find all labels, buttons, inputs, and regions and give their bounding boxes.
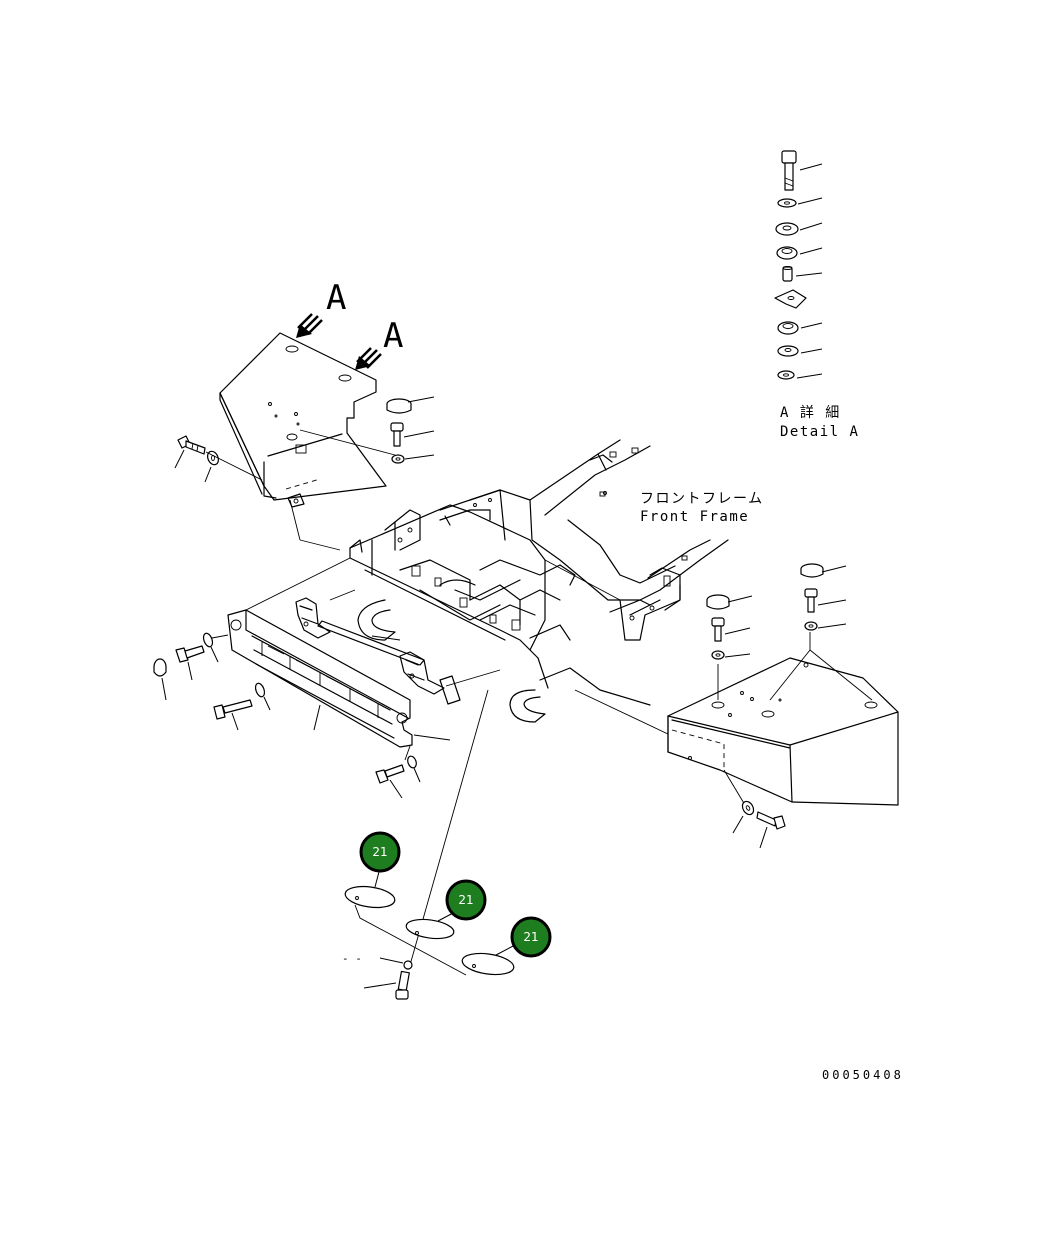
callout-number-2: 21	[458, 893, 473, 907]
shim-plate-1	[344, 885, 396, 909]
bumper-washer-2	[254, 682, 266, 698]
bumper-cap	[153, 658, 167, 677]
top-cap-right-1	[800, 563, 824, 578]
detail-washer-6	[777, 370, 795, 380]
callout-circle-3	[510, 916, 552, 958]
callout-marker-3: 21	[510, 916, 552, 958]
shim-plate-2	[405, 918, 455, 940]
detail-washer-1	[777, 198, 797, 208]
view-arrow-a-2	[355, 347, 382, 370]
bumper-bolt-2	[213, 699, 253, 720]
front-frame-jp-label: フロントフレーム	[640, 491, 764, 507]
top-washer-right-1	[804, 621, 818, 631]
top-washer-left	[391, 454, 405, 464]
detail-bolt	[781, 150, 797, 191]
detail-collar	[782, 266, 793, 282]
bumper-bolt-3	[375, 764, 405, 784]
top-washer-right-2	[711, 650, 725, 660]
view-letter-a-1: A	[326, 278, 346, 318]
bumper-washer-1	[202, 632, 214, 648]
left-plate-bolt	[177, 435, 206, 455]
shim-bolt	[395, 970, 410, 1000]
detail-a-en-label: Detail A	[780, 424, 859, 440]
callout-circle-2	[445, 879, 487, 921]
front-frame-en-label: Front Frame	[640, 509, 749, 525]
detail-a-jp-label: A 詳 細	[780, 405, 841, 421]
top-bolt-right-2	[711, 617, 725, 642]
right-plate-washer	[741, 800, 755, 816]
bumper-washer-3	[407, 755, 417, 769]
cross-bar	[295, 597, 461, 705]
detail-a-stack	[774, 150, 823, 380]
detail-washer-2	[775, 222, 799, 236]
front-frame	[349, 439, 729, 723]
left-plate-washer	[206, 450, 220, 466]
callout-marker-2: 21	[445, 879, 487, 921]
drawing-number: 00050408	[822, 1068, 904, 1082]
callout-number-3: 21	[523, 930, 538, 944]
detail-washer-4	[777, 321, 799, 335]
top-bolt-left	[390, 422, 404, 447]
view-letter-a-2: A	[383, 316, 403, 356]
callout-circle-1	[359, 831, 401, 873]
detail-washer-3	[776, 246, 798, 260]
dash-mark: - -	[342, 952, 362, 965]
top-cap-right-2	[706, 594, 730, 610]
shim-plate-3	[461, 952, 515, 976]
shim-washer	[403, 960, 413, 970]
left-cover-plate	[219, 332, 387, 508]
top-bolt-right-1	[804, 588, 818, 613]
right-cover-plate	[667, 657, 899, 806]
detail-mount-rubber	[774, 289, 807, 309]
front-bumper-grille	[227, 609, 413, 748]
right-plate-bolt	[756, 811, 786, 830]
detail-washer-5	[777, 345, 799, 357]
view-arrow-a-1	[296, 313, 323, 338]
callout-number-1: 21	[372, 845, 387, 859]
callout-marker-1: 21	[359, 831, 401, 873]
top-cap-left	[386, 398, 412, 414]
bumper-bolt-1	[175, 645, 205, 663]
